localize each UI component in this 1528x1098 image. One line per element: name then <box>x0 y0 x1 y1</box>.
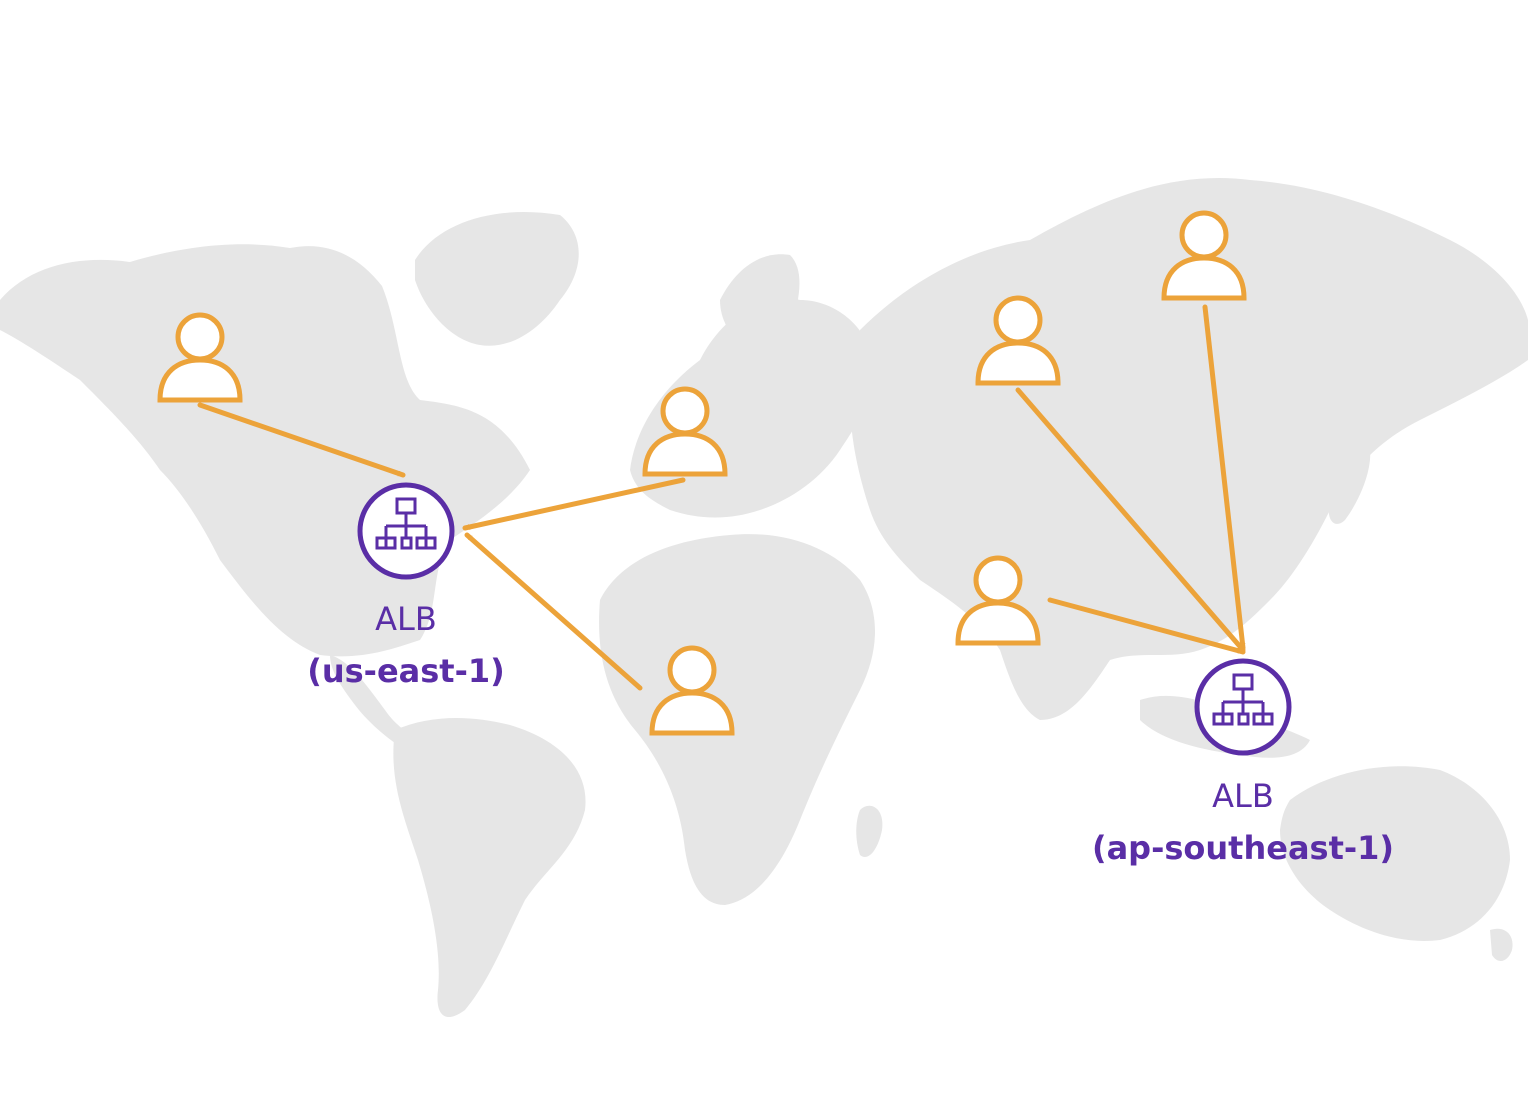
users <box>157 210 1247 736</box>
load-balancer-icon <box>357 482 455 580</box>
arrow-user-russia-east-to-alb-ap-southeast-1 <box>1202 304 1246 651</box>
arrow-user-europe-to-alb-us-east-1 <box>462 477 686 531</box>
continent-madagascar <box>856 805 883 858</box>
continent-south-america <box>393 718 586 1018</box>
continent-scandinavia <box>720 254 800 354</box>
world-map <box>0 178 1528 1018</box>
user-icon <box>975 295 1061 386</box>
continent-new-zealand <box>1490 928 1513 962</box>
continent-central-america <box>330 655 420 752</box>
continent-africa <box>599 534 875 905</box>
load-balancer-icon <box>1194 658 1292 756</box>
user-icon <box>955 555 1041 646</box>
traffic-arrows <box>197 304 1246 691</box>
user-icon <box>642 386 728 477</box>
alb-ap-southeast-1-region: (ap-southeast-1) <box>1091 829 1395 867</box>
continent-greenland <box>415 212 579 346</box>
user-icon <box>649 645 735 736</box>
alb-us-east-1-region: (us-east-1) <box>307 652 505 690</box>
arrow-user-india-to-alb-ap-southeast-1 <box>1047 597 1246 655</box>
alb-ap-southeast-1-name: ALB <box>1212 777 1274 815</box>
user-icon <box>1161 210 1247 301</box>
continent-australia <box>1280 766 1510 941</box>
user-icon <box>157 312 243 403</box>
arrow-user-russia-west-to-alb-ap-southeast-1 <box>1015 387 1246 653</box>
continent-japan <box>1328 446 1371 524</box>
arrow-user-north-america-to-alb-us-east-1 <box>197 402 406 478</box>
arrow-user-africa-to-alb-us-east-1 <box>464 532 643 691</box>
alb-us-east-1-name: ALB <box>375 600 437 638</box>
